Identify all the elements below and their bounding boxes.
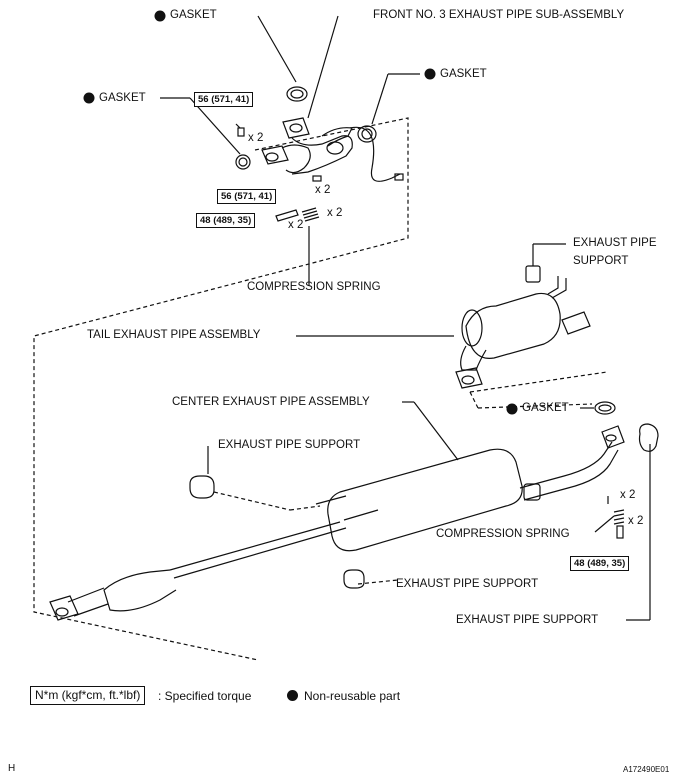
bolt-top bbox=[237, 127, 245, 137]
support-right-label: EXHAUST PIPE SUPPORT bbox=[456, 614, 599, 626]
support-right-shape bbox=[638, 423, 659, 452]
support-left-label: EXHAUST PIPE SUPPORT bbox=[218, 439, 361, 451]
torque-box-1: 56 (571, 41) bbox=[194, 92, 254, 107]
qty-5: x 2 bbox=[620, 489, 636, 501]
qty-3: x 2 bbox=[327, 207, 343, 219]
gasket-left-ring bbox=[235, 154, 251, 170]
compression-spring-top-label: COMPRESSION SPRING bbox=[247, 281, 381, 293]
torque-box-4: 48 (489, 35) bbox=[570, 556, 630, 571]
qty-1: x 2 bbox=[248, 132, 264, 144]
nonreusable-dot-4 bbox=[506, 403, 518, 415]
support-bottom-shape bbox=[343, 569, 365, 589]
front-pipe-label: FRONT NO. 3 EXHAUST PIPE SUB-ASSEMBLY bbox=[373, 9, 625, 21]
footer-code-left: H bbox=[8, 763, 16, 774]
tail-pipe-label: TAIL EXHAUST PIPE ASSEMBLY bbox=[87, 329, 261, 341]
nonreusable-dot-3 bbox=[83, 92, 95, 104]
support-tr-label-2: SUPPORT bbox=[573, 255, 629, 267]
gasket-right-label: GASKET bbox=[440, 68, 487, 80]
gasket-top-ring bbox=[357, 125, 377, 143]
legend-torque-unit: N*m (kgf*cm, ft.*lbf) bbox=[30, 686, 146, 705]
gasket-mid-label: GASKET bbox=[522, 402, 569, 414]
qty-6: x 2 bbox=[628, 515, 644, 527]
compression-spring-top-shape bbox=[301, 207, 320, 222]
support-left-shape bbox=[189, 475, 215, 499]
legend-dot-icon bbox=[287, 690, 298, 701]
legend-torque-text: : Specified torque bbox=[158, 689, 252, 703]
compression-spring-bottom-shape bbox=[613, 509, 625, 525]
center-exhaust-pipe bbox=[49, 425, 625, 621]
compression-spring-bottom-label: COMPRESSION SPRING bbox=[436, 528, 570, 540]
center-pipe-label: CENTER EXHAUST PIPE ASSEMBLY bbox=[172, 396, 370, 408]
gasket-left-label: GASKET bbox=[99, 92, 146, 104]
bolt-long bbox=[275, 209, 299, 222]
torque-box-3: 48 (489, 35) bbox=[196, 213, 256, 228]
nonreusable-dot-2 bbox=[424, 68, 436, 80]
front-pipe-dashed-outline bbox=[33, 117, 409, 661]
support-tr-label-1: EXHAUST PIPE bbox=[573, 237, 657, 249]
support-bottom-label: EXHAUST PIPE SUPPORT bbox=[396, 578, 539, 590]
tail-exhaust-pipe bbox=[455, 265, 591, 389]
qty-4: x 2 bbox=[288, 219, 304, 231]
bolt-mid bbox=[312, 175, 322, 182]
gasket-top-label: GASKET bbox=[170, 9, 217, 21]
legend-nonreusable-text: Non-reusable part bbox=[304, 689, 401, 703]
footer-code-right: A172490E01 bbox=[623, 765, 670, 774]
nonreusable-dot-1 bbox=[154, 10, 166, 22]
torque-box-2: 56 (571, 41) bbox=[217, 189, 277, 204]
gasket-mid-ring bbox=[594, 401, 616, 415]
center-gasket-dashed-outline bbox=[469, 371, 608, 393]
bolt-bottom bbox=[616, 525, 624, 539]
qty-2: x 2 bbox=[315, 184, 331, 196]
